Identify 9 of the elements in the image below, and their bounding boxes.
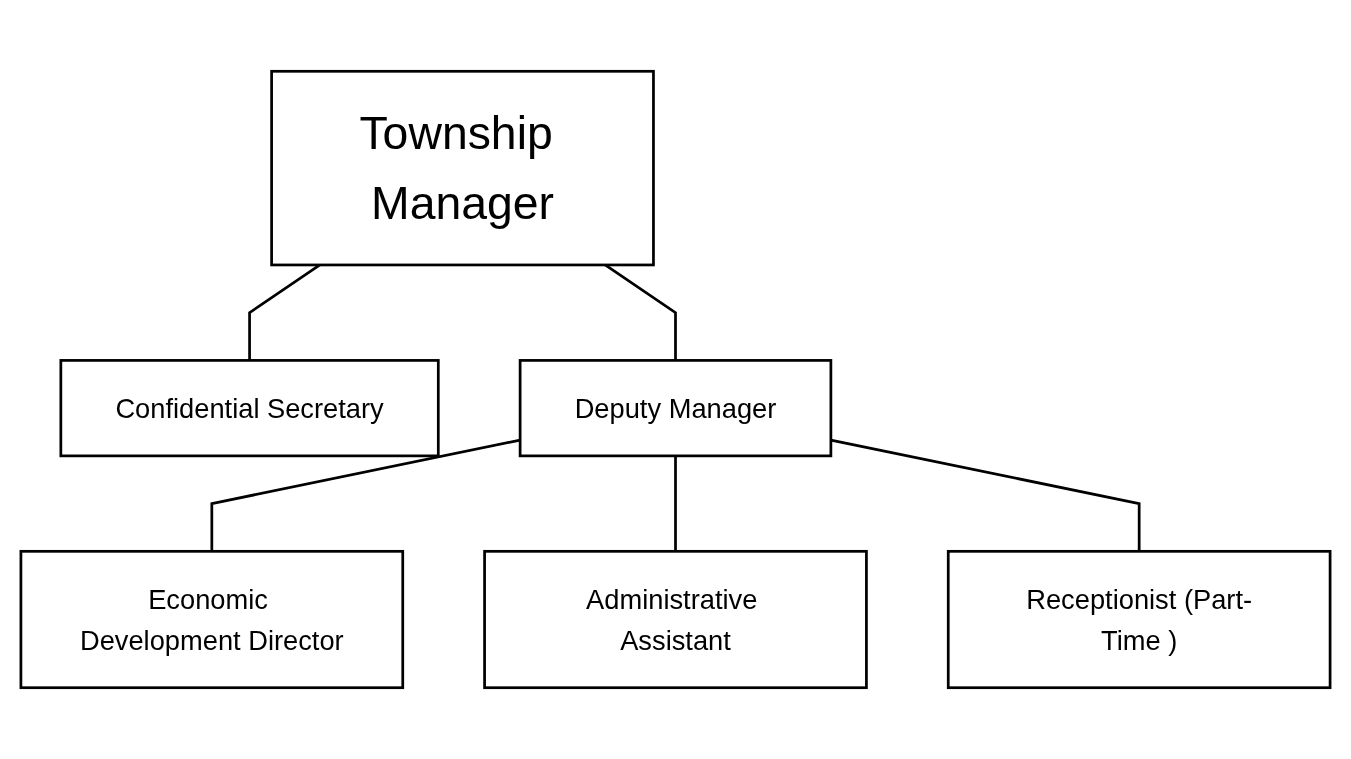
node-box: Deputy Manager [518, 359, 833, 458]
node-box: Township Manager [270, 69, 655, 267]
connector [674, 455, 677, 552]
connector [830, 438, 1141, 552]
node-box: Receptionist (Part-Time ) [946, 549, 1332, 690]
connector [210, 438, 521, 552]
node-box: Economic Development Director [19, 549, 405, 690]
node-box: Administrative Assistant [483, 549, 868, 690]
node-box: Confidential Secretary [59, 359, 440, 458]
